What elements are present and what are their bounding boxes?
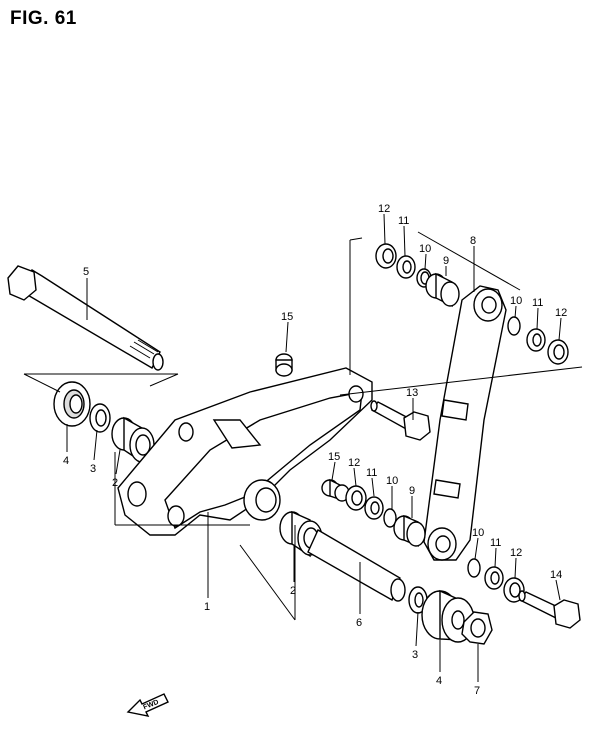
callout-9: 9 [443, 255, 449, 267]
seal-left-part [53, 381, 91, 427]
long-bolt-part [7, 265, 164, 371]
upper-left-hardware [375, 243, 460, 308]
callout-4: 4 [63, 455, 69, 467]
callout-10: 10 [386, 475, 398, 487]
callout-5: 5 [83, 266, 89, 278]
callout-14: 14 [550, 569, 562, 581]
callout-11: 11 [398, 215, 409, 227]
upper-right-hardware [507, 316, 569, 365]
callout-15: 15 [328, 451, 340, 463]
bolt-14-part [518, 590, 581, 629]
callout-12: 12 [555, 307, 567, 319]
callout-10: 10 [472, 527, 484, 539]
callout-11: 11 [532, 297, 543, 309]
callout-15: 15 [281, 311, 293, 323]
nut-part [461, 611, 493, 645]
callout-12: 12 [348, 457, 360, 469]
fwd-arrow-icon: FWD [126, 693, 169, 717]
washer-left-part [89, 403, 111, 433]
callout-2: 2 [112, 477, 118, 489]
callout-4: 4 [436, 675, 442, 687]
callout-2: 2 [290, 585, 296, 597]
cushion-lever-part [117, 367, 373, 536]
callout-8: 8 [470, 235, 476, 247]
callout-12: 12 [510, 547, 522, 559]
callout-11: 11 [366, 467, 377, 479]
figure-title: FIG. 61 [10, 8, 77, 29]
callout-10: 10 [419, 243, 431, 255]
callout-7: 7 [474, 685, 480, 697]
bolt-13-part [370, 400, 431, 441]
middle-hardware [321, 478, 426, 548]
callout-10: 10 [510, 295, 522, 307]
callout-11: 11 [490, 537, 501, 549]
callout-labels: 5 4 3 2 1 2 6 3 4 7 15 13 15 12 11 10 9 … [63, 203, 567, 697]
bearing-left-part [111, 416, 155, 464]
assembly-guide-lines [23, 231, 583, 621]
callout-3: 3 [90, 463, 96, 475]
spacer-tube-part [307, 529, 406, 602]
callout-9: 9 [409, 485, 415, 497]
callout-12: 12 [378, 203, 390, 215]
cushion-rod-part [423, 285, 507, 561]
callout-1: 1 [204, 601, 210, 613]
leader-lines [66, 213, 562, 682]
callout-13: 13 [406, 387, 418, 399]
bush-upper-part [275, 353, 293, 377]
callout-6: 6 [356, 617, 362, 629]
callout-3: 3 [412, 649, 418, 661]
